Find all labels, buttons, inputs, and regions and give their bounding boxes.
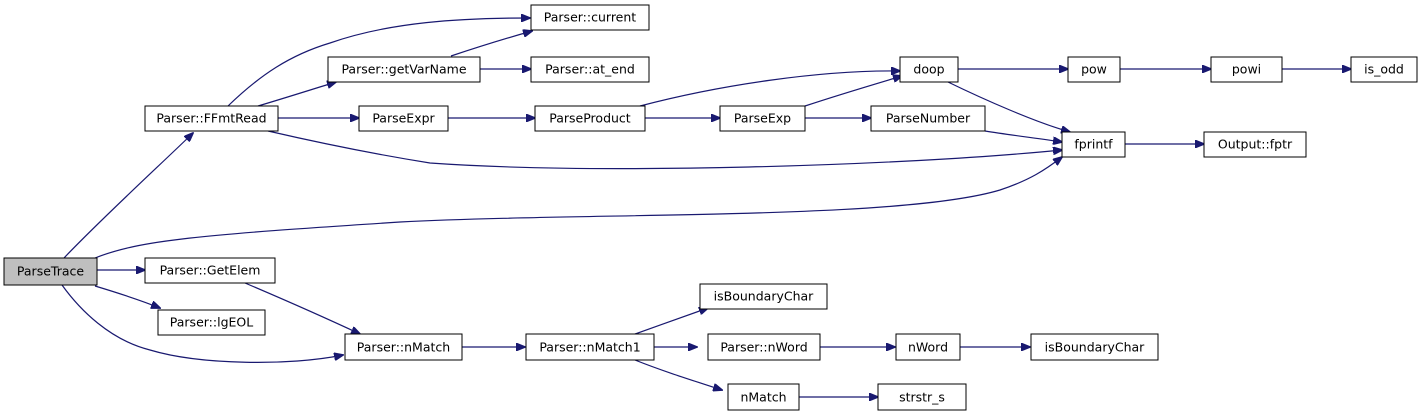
node-parse-exp[interactable]: ParseExp [719,105,806,132]
node-label: Parser::lgEOL [170,315,253,330]
edge-ffmtread-current [227,18,530,107]
edge-parsenumber-fprintf [984,130,1062,142]
node-n-word[interactable]: nWord [895,333,961,361]
edge-parsetrace-ffmtread [63,133,193,259]
node-parse-trace[interactable]: ParseTrace [3,257,98,286]
node-label: ParseExpr [372,111,435,126]
node-label: nWord [908,340,948,355]
edge-getvarname-current [450,31,532,57]
node-strstr-s[interactable]: strstr_s [877,383,967,411]
edge-parseproduct-doop [639,71,900,107]
node-current[interactable]: Parser::current [530,4,650,31]
node-label: isBoundaryChar [1045,340,1145,355]
node-is-boundary-char-1[interactable]: isBoundaryChar [699,283,828,310]
node-label: Output::fptr [1218,137,1293,152]
edge-doop-fprintf [947,81,1070,132]
nodes: ParseTrace Parser::FFmtRead Parser::curr… [3,4,1418,411]
node-label: doop [913,62,944,77]
node-label: Parser::GetElem [160,263,261,278]
node-get-var-name[interactable]: Parser::getVarName [327,56,481,83]
node-pow[interactable]: pow [1067,56,1121,83]
node-parse-number[interactable]: ParseNumber [870,105,986,132]
node-label: Parser::nMatch [357,340,450,355]
node-is-odd[interactable]: is_odd [1350,56,1418,83]
node-label: strstr_s [899,390,945,405]
node-lg-eol[interactable]: Parser::lgEOL [157,309,266,336]
node-label: is_odd [1364,62,1404,77]
node-label: Parser::nMatch1 [539,340,640,355]
node-label: Parser::FFmtRead [156,111,266,126]
node-ffmt-read[interactable]: Parser::FFmtRead [144,105,279,132]
node-parse-product[interactable]: ParseProduct [534,105,646,132]
node-label: Parser::getVarName [341,62,466,77]
node-label: ParseProduct [549,111,631,126]
node-at-end[interactable]: Parser::at_end [530,56,650,83]
edge-parseexp-doop [804,76,902,107]
node-is-boundary-char-2[interactable]: isBoundaryChar [1030,333,1159,361]
node-get-elem[interactable]: Parser::GetElem [144,257,276,284]
edge-nmatch1-isboundarychar [634,308,708,335]
node-label: Parser::at_end [545,62,635,77]
edge-parsetrace-fprintf [94,157,1062,259]
node-label: Parser::current [544,10,637,25]
node-parser-n-word[interactable]: Parser::nWord [707,333,821,361]
node-label: fprintf [1074,137,1113,152]
edge-getelem-nmatch [244,282,360,334]
edges [61,18,1351,397]
node-label: pow [1081,62,1107,77]
node-n-match[interactable]: nMatch [727,383,800,411]
node-doop[interactable]: doop [899,56,959,83]
node-label: powi [1232,62,1261,77]
edge-ffmtread-fprintf [267,130,1062,170]
node-label: nMatch [740,390,786,405]
edge-ffmtread-getvarname [257,82,336,107]
node-parse-expr[interactable]: ParseExpr [358,105,449,132]
node-n-match-parser[interactable]: Parser::nMatch [344,333,463,361]
edge-parsetrace-nmatch [61,284,343,363]
node-output-fptr[interactable]: Output::fptr [1203,131,1307,158]
node-powi[interactable]: powi [1210,56,1283,83]
node-label: ParseExp [734,111,791,126]
node-label: ParseTrace [17,264,84,279]
node-label: Parser::nWord [720,340,807,355]
node-label: ParseNumber [886,111,971,126]
node-n-match1[interactable]: Parser::nMatch1 [525,333,655,361]
node-fprintf[interactable]: fprintf [1061,131,1126,158]
node-label: isBoundaryChar [714,289,814,304]
edge-parsetrace-lgeol [94,285,160,308]
edge-nmatch1-nmatch [634,359,722,390]
